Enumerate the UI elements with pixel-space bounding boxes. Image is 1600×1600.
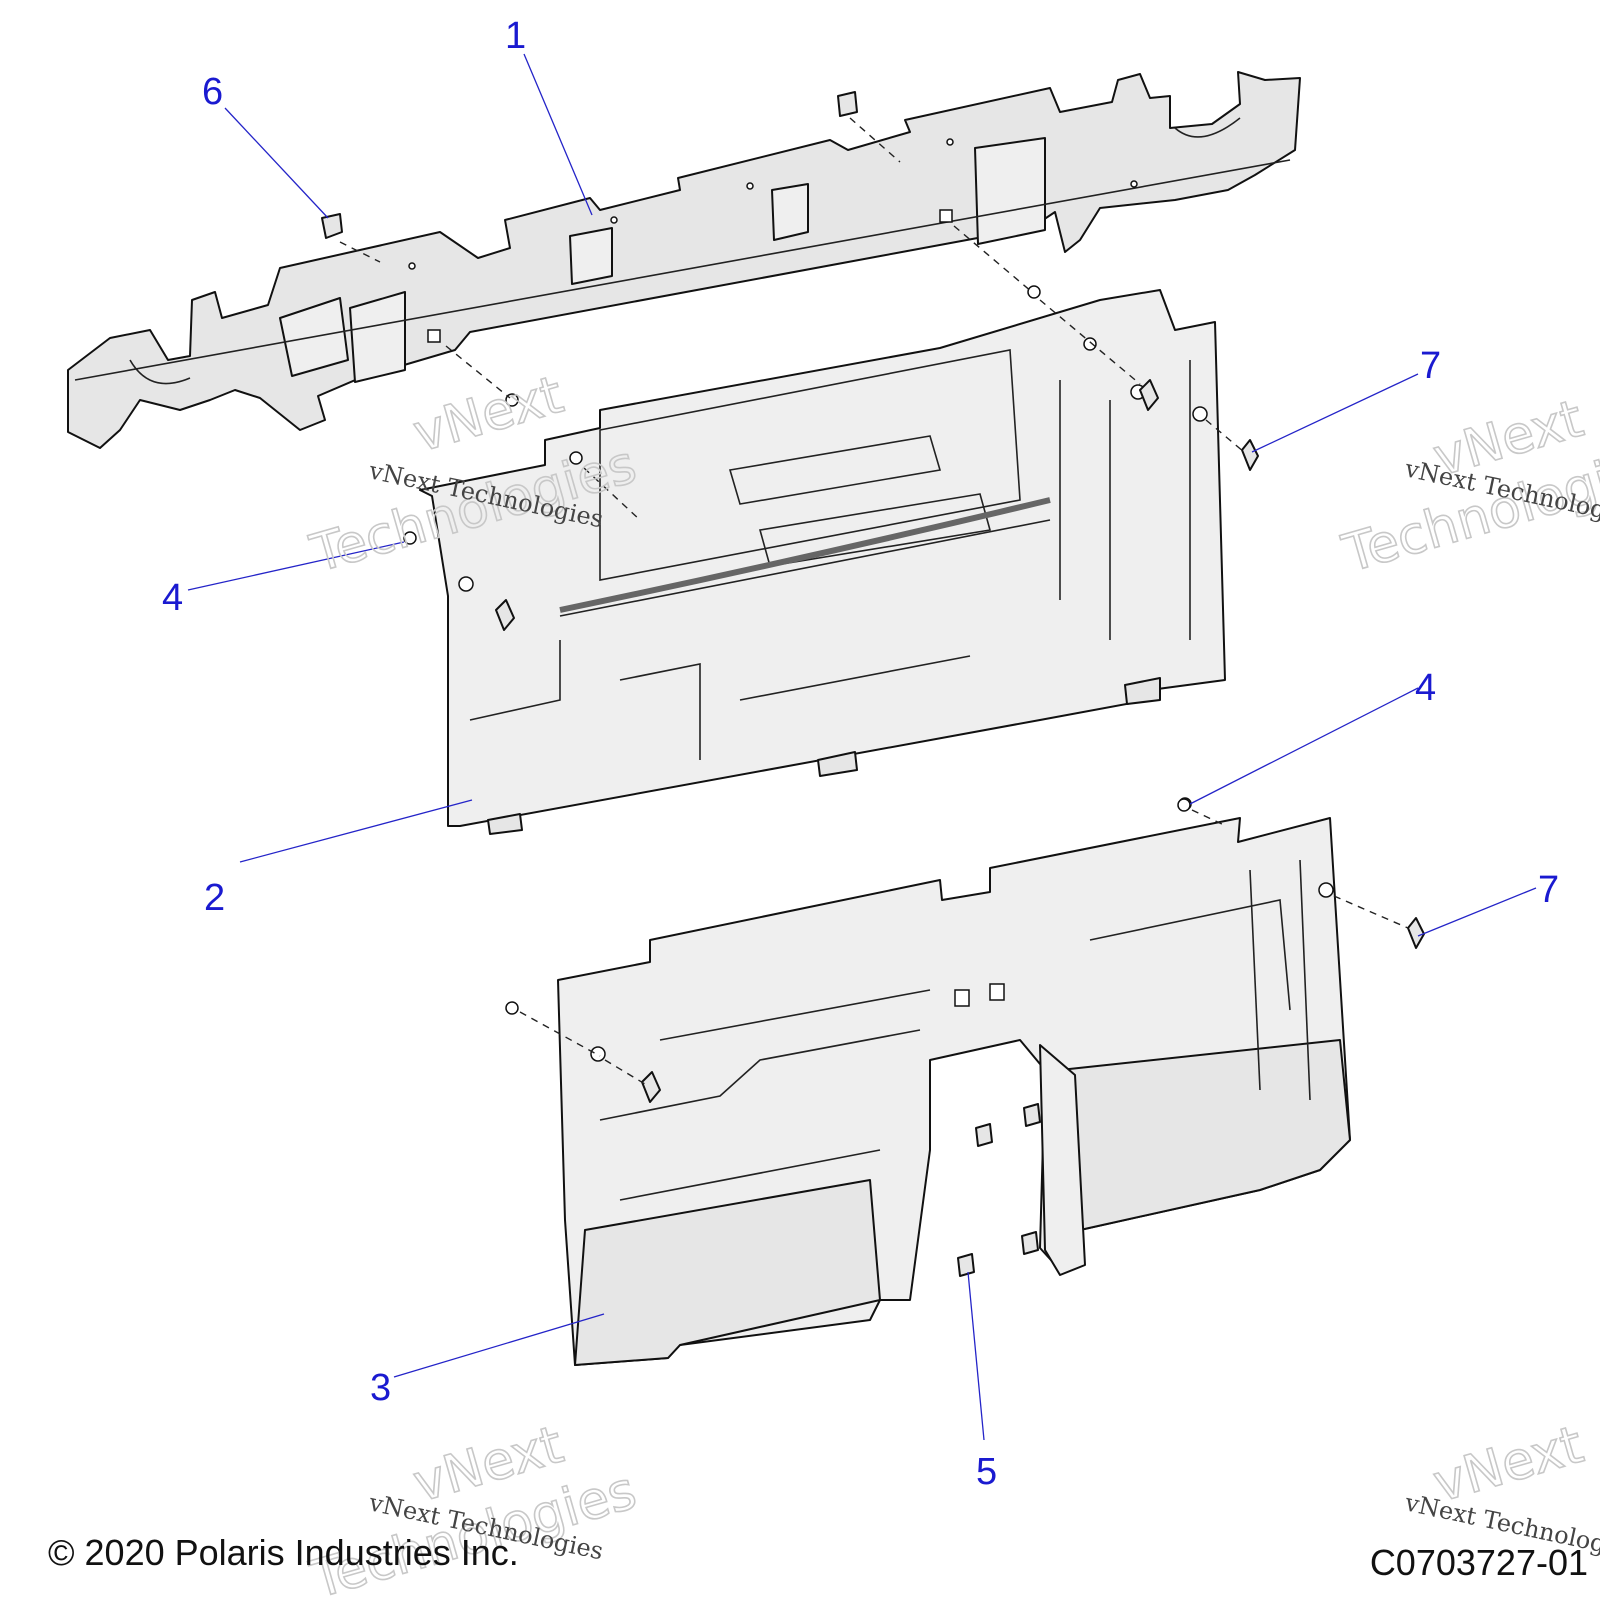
callout-7-lower: 7: [1538, 869, 1559, 911]
callout-6: 6: [202, 71, 223, 113]
callout-2: 2: [204, 877, 225, 919]
clip-nut-b: [1023, 1103, 1041, 1127]
drawing-code: C0703727-01: [1370, 1542, 1588, 1583]
hardware: [321, 91, 1425, 1277]
push-fastener-7-b: [1407, 917, 1425, 949]
clip-nut-c: [1021, 1231, 1039, 1255]
washer-4-d: [403, 531, 417, 545]
part-3-panel: [505, 797, 1351, 1366]
copyright-text: © 2020 Polaris Industries Inc.: [48, 1532, 519, 1573]
part-1-bracket: [67, 71, 1301, 449]
leader-lines: [187, 53, 1537, 1441]
clip-nut-a: [975, 1123, 993, 1147]
callout-1: 1: [505, 15, 526, 57]
clip-nut-6: [321, 213, 343, 239]
push-fastener-left: [495, 599, 515, 631]
washer-4-b: [1027, 285, 1041, 299]
push-fastener-lower: [641, 1071, 661, 1103]
callouts: 1 2 3 4 4 5 6 7 7: [162, 15, 1559, 1493]
push-fastener-7-a: [1241, 439, 1259, 471]
callout-7-upper: 7: [1420, 345, 1441, 387]
callout-3: 3: [370, 1367, 391, 1409]
push-fastener-right: [1139, 379, 1159, 411]
callout-4-right: 4: [1415, 667, 1436, 709]
clip-nut-5: [957, 1253, 975, 1277]
washer-4-c: [1177, 798, 1191, 812]
clip-nut-top: [837, 91, 858, 117]
callout-4-left: 4: [162, 577, 183, 619]
footer: © 2020 Polaris Industries Inc. C0703727-…: [48, 1532, 1588, 1583]
callout-5: 5: [976, 1451, 997, 1493]
